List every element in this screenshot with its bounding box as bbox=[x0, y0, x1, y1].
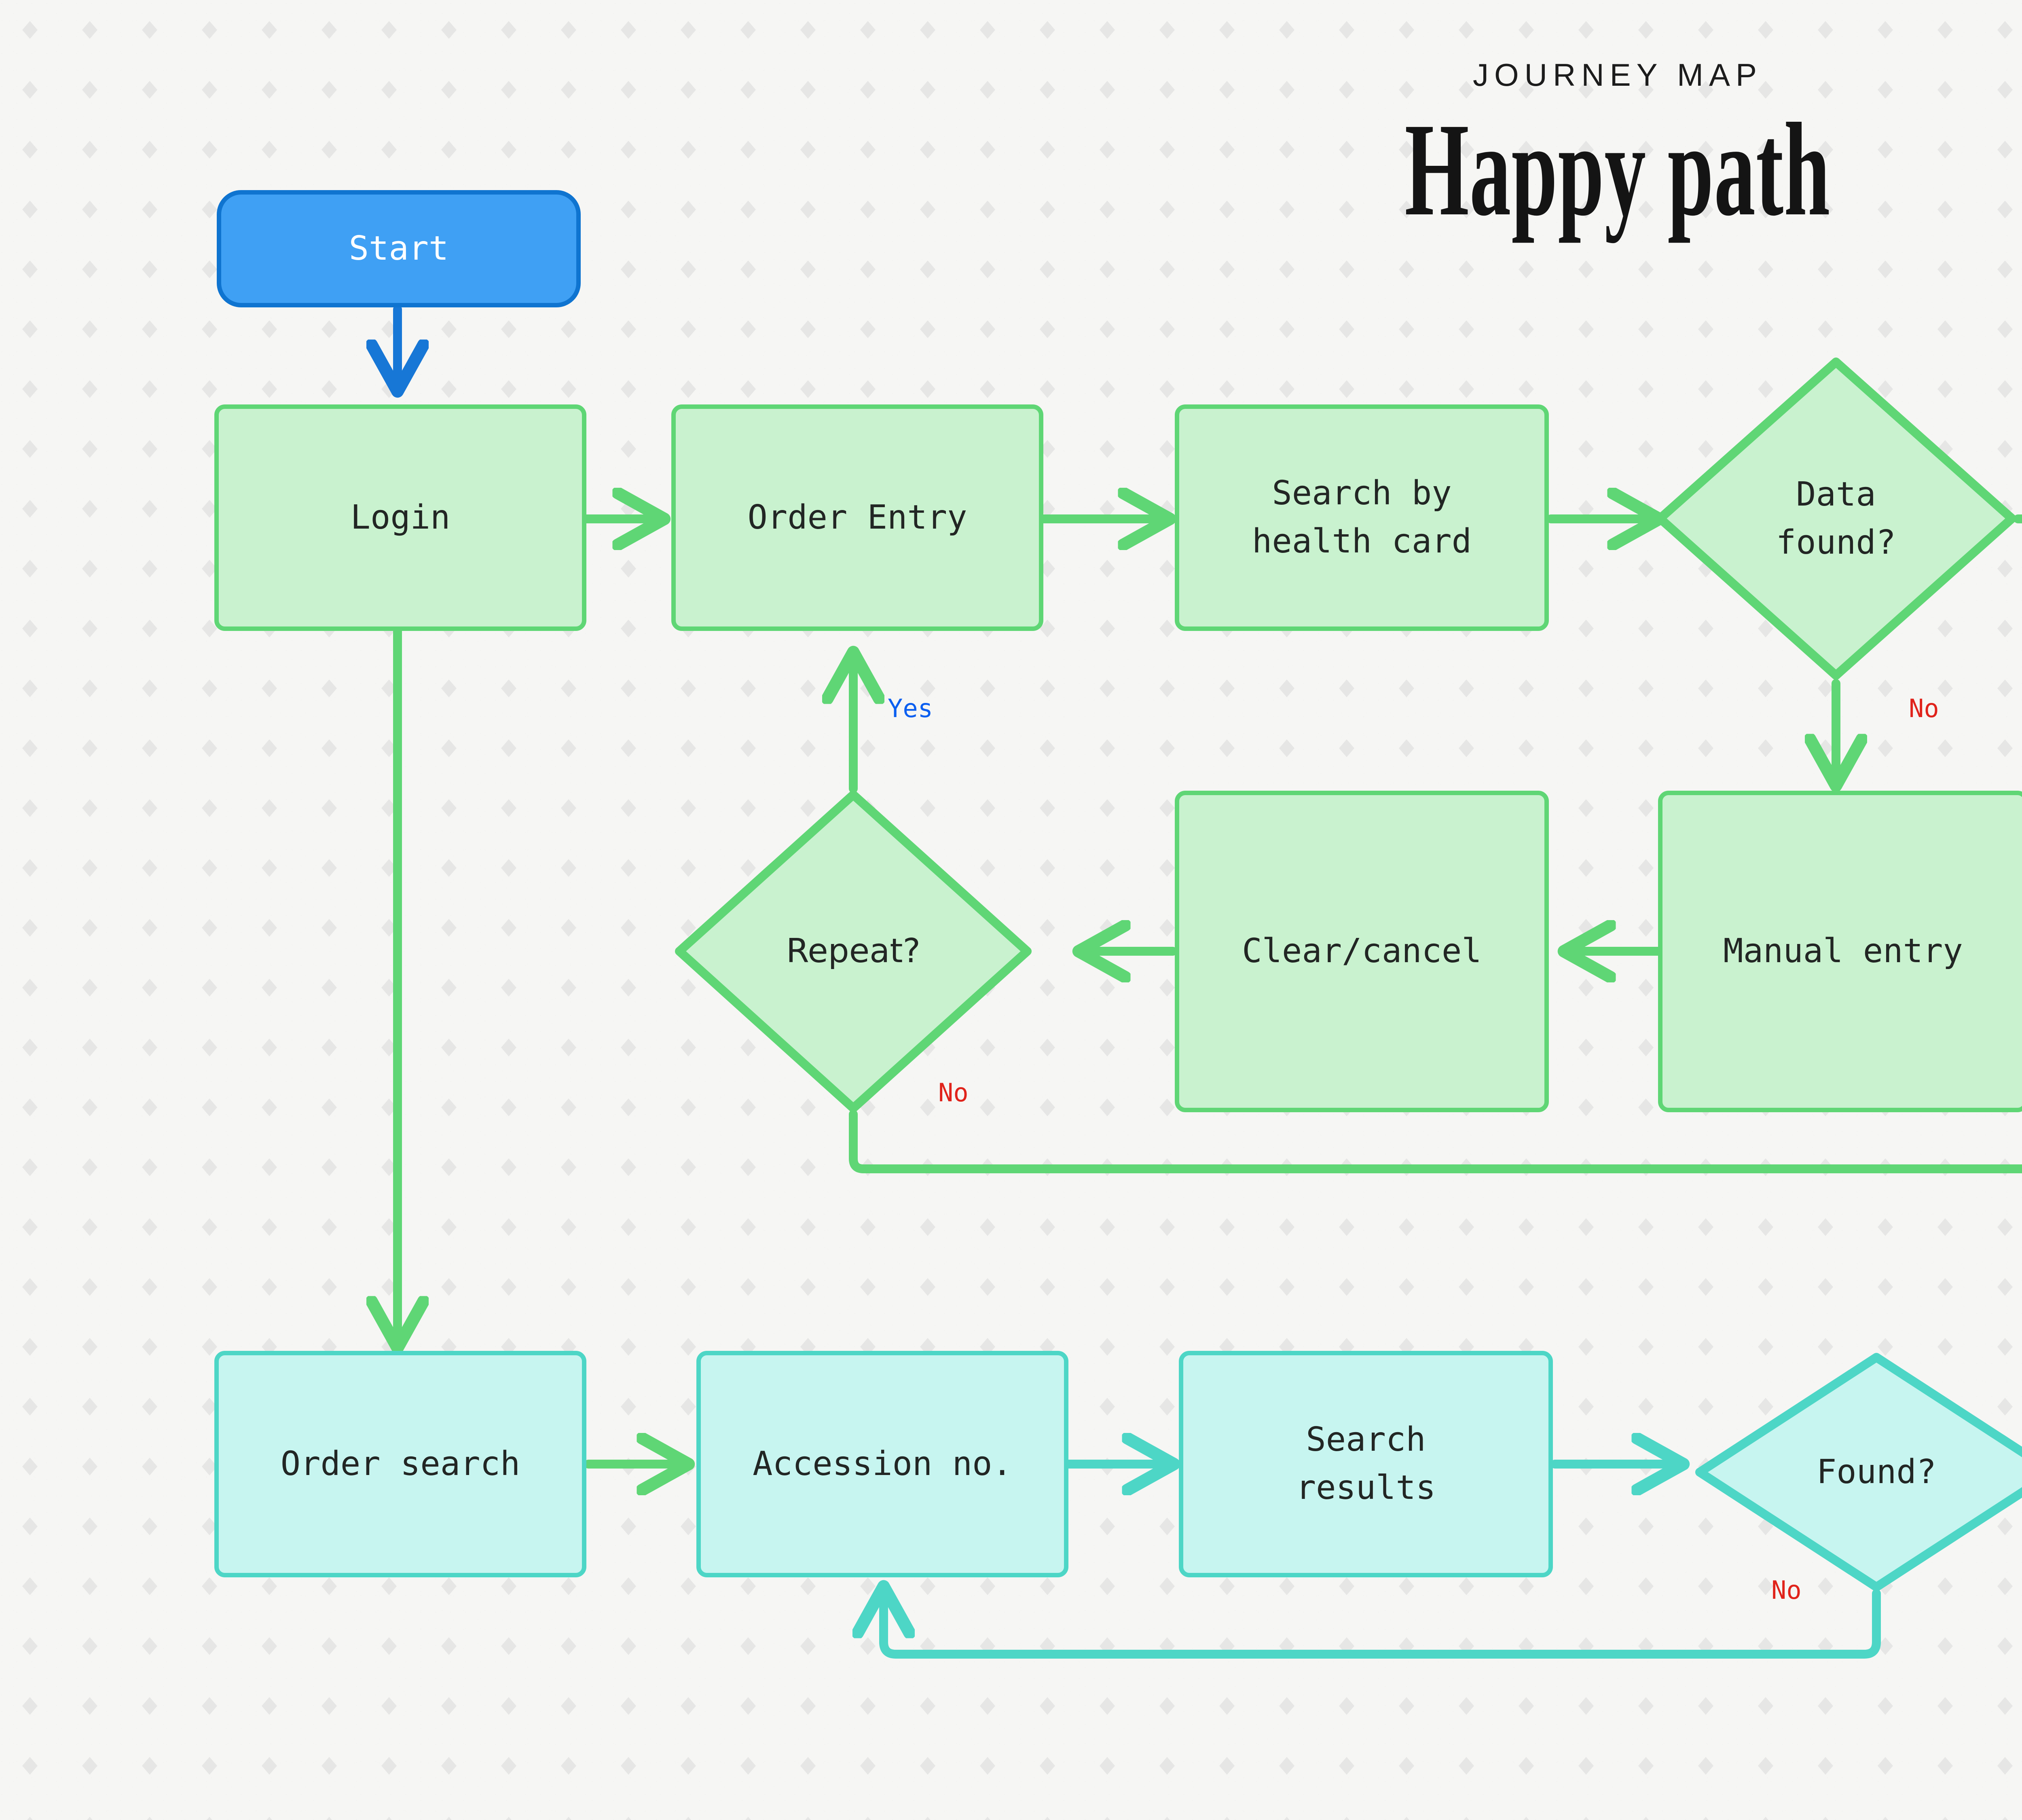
node-manual-entry-label: Manual entry bbox=[1723, 932, 1963, 971]
node-repeat-label: Repeat? bbox=[786, 932, 921, 971]
node-login-label: Login bbox=[350, 498, 451, 537]
edge-label-repeat-no: No bbox=[938, 1078, 969, 1107]
node-order-search-label: Order search bbox=[280, 1444, 520, 1483]
node-accession-no-label: Accession no. bbox=[753, 1444, 1012, 1483]
node-login[interactable]: Login bbox=[214, 404, 586, 631]
edge-label-repeat-yes: Yes bbox=[888, 694, 933, 723]
node-order-search[interactable]: Order search bbox=[214, 1351, 586, 1577]
node-search-results-label: Search results bbox=[1296, 1420, 1436, 1507]
node-start[interactable]: Start bbox=[217, 190, 581, 307]
node-order-entry[interactable]: Order Entry bbox=[671, 404, 1043, 631]
node-search-health-card[interactable]: Search by health card bbox=[1175, 404, 1549, 631]
edge-label-datafound-no: No bbox=[1909, 694, 1939, 723]
node-clear-cancel[interactable]: Clear/cancel bbox=[1175, 791, 1549, 1112]
node-found[interactable]: Found? bbox=[1692, 1351, 2022, 1594]
node-start-label: Start bbox=[349, 229, 449, 268]
node-search-results[interactable]: Search results bbox=[1179, 1351, 1553, 1577]
node-data-found[interactable]: Data found? bbox=[1652, 354, 2020, 684]
node-repeat[interactable]: Repeat? bbox=[671, 787, 1035, 1116]
node-clear-cancel-label: Clear/cancel bbox=[1242, 932, 1482, 971]
node-manual-entry[interactable]: Manual entry bbox=[1658, 791, 2022, 1112]
edge-found-accession-no bbox=[884, 1591, 1881, 1659]
edge-label-found-no: No bbox=[1771, 1575, 1802, 1605]
page-kicker: JOURNEY MAP bbox=[1473, 57, 1762, 93]
edge-repeat-validate-no bbox=[849, 1110, 2022, 1173]
node-order-entry-label: Order Entry bbox=[747, 498, 967, 537]
page-title: Happy path bbox=[1404, 96, 1831, 243]
node-data-found-label: Data found? bbox=[1776, 475, 1896, 562]
node-found-label: Found? bbox=[1816, 1452, 1937, 1491]
node-search-health-card-label: Search by health card bbox=[1252, 474, 1472, 561]
node-accession-no[interactable]: Accession no. bbox=[696, 1351, 1068, 1577]
